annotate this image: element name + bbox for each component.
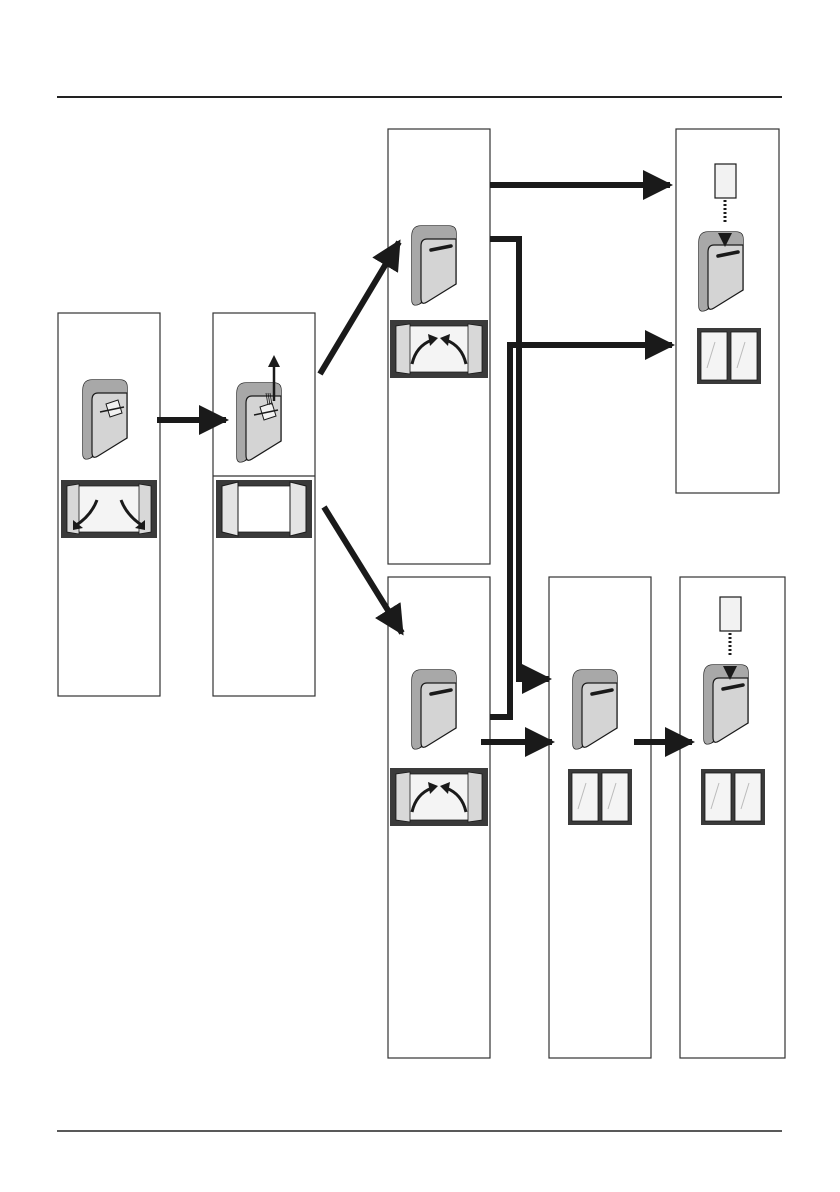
arrow-upper-closing-to-lower-middle [490, 239, 549, 679]
card-reader-icon [412, 226, 456, 305]
card-reader-icon [412, 670, 456, 749]
doors-closing-icon [390, 320, 488, 378]
doors-closed-icon [697, 328, 761, 384]
arrow-card-removed-to-lower-closing [324, 507, 402, 633]
card-inserted-icon [699, 164, 743, 311]
card-reader-with-card-icon [83, 380, 127, 459]
doors-closing-icon [390, 768, 488, 826]
card-inserted-icon [704, 597, 748, 744]
card-reader-icon [573, 670, 617, 749]
doors-closed-icon [701, 769, 765, 825]
doors-open-icon [216, 480, 312, 538]
doors-opening-icon [61, 480, 157, 538]
arrow-card-removed-to-upper-closing [320, 242, 399, 374]
doors-closed-icon [568, 769, 632, 825]
card-removed-icon [237, 355, 281, 462]
